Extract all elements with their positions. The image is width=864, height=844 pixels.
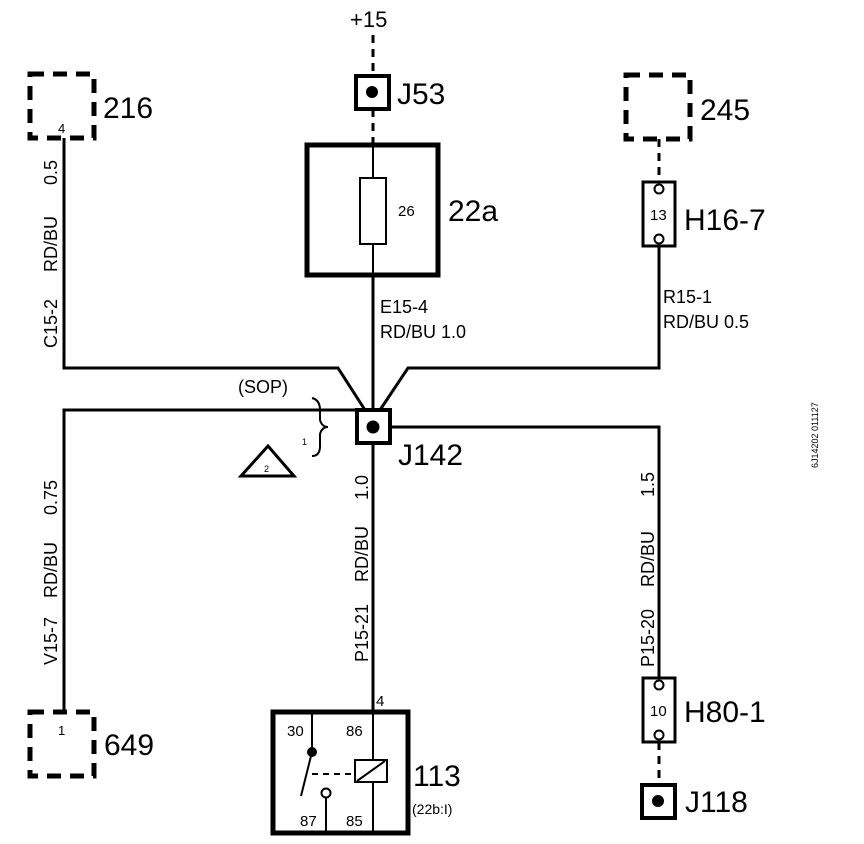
wire-p15-21-code: P15-21 — [352, 604, 372, 662]
relay-sub-label: (22b:I) — [412, 801, 452, 817]
relay-top-pin: 4 — [376, 693, 384, 710]
wire-c15-2-size: 0.5 — [41, 160, 61, 185]
relay-pin-85: 85 — [346, 813, 363, 830]
drawing-code: 6J14202 011127 — [810, 402, 820, 468]
supply-label: +15 — [350, 7, 387, 32]
relay-pin-86: 86 — [346, 723, 363, 740]
connector-j118-label: J118 — [685, 786, 748, 819]
component-245-label: 245 — [700, 94, 750, 127]
wire-v15-7-color: RD/BU — [41, 542, 61, 598]
fuse-number: 26 — [398, 203, 415, 220]
wire-p15-20-code: P15-20 — [638, 609, 658, 667]
component-649: 1 649 — [27, 709, 154, 779]
component-216: 4 216 — [27, 71, 153, 141]
wire-c15-2 — [62, 138, 367, 411]
connector-j118: J118 — [640, 783, 748, 820]
connector-h16-7-pin: 13 — [650, 207, 667, 224]
wire-p15-20-color: RD/BU — [638, 531, 658, 587]
connector-j53-label: J53 — [397, 78, 445, 111]
relay-pin-30: 30 — [287, 723, 304, 740]
warning-number: 2 — [264, 464, 269, 474]
connector-h80-1-pin: 10 — [650, 703, 667, 720]
wire-r15-1-spec: RD/BU 0.5 — [663, 312, 749, 332]
connector-h80-1-label: H80-1 — [684, 696, 766, 729]
wire-e15-4-spec: RD/BU 1.0 — [380, 322, 466, 342]
wire-e15-4-code: E15-4 — [380, 297, 428, 317]
component-245: 245 — [623, 72, 750, 142]
wire-r15-1-code: R15-1 — [663, 287, 712, 307]
relay-pin-87: 87 — [300, 813, 317, 830]
sop-note: (SOP) — [238, 377, 288, 397]
wire-v15-7 — [62, 408, 357, 712]
connector-j53: J53 — [354, 74, 445, 111]
component-649-label: 649 — [104, 729, 154, 762]
component-216-pin: 4 — [58, 121, 65, 136]
wire-p15-20 — [390, 425, 661, 678]
wire-v15-7-size: 0.75 — [41, 480, 61, 515]
connector-h80-1: 10 H80-1 — [641, 676, 766, 744]
sop-bracket — [311, 397, 329, 457]
relay-113: 30 86 87 85 113 (22b:I) — [270, 709, 461, 836]
wire-v15-7-code: V15-7 — [41, 617, 61, 665]
wire-p15-21-size: 1.0 — [352, 475, 372, 500]
connector-h16-7: 13 H16-7 — [641, 180, 766, 248]
wire-p15-20-size: 1.5 — [638, 472, 658, 497]
wire-c15-2-code: C15-2 — [41, 299, 61, 348]
fuse-box-label: 22a — [448, 195, 498, 228]
component-216-label: 216 — [103, 92, 153, 125]
relay-label: 113 — [413, 760, 461, 793]
fuse-box-22a: 26 22a — [304, 142, 498, 278]
connector-h16-7-label: H16-7 — [684, 204, 766, 237]
wire-r15-1 — [378, 246, 661, 411]
splice-j142-label: J142 — [398, 439, 463, 472]
sop-bracket-mark: 1 — [302, 437, 307, 447]
wire-c15-2-color: RD/BU — [41, 216, 61, 272]
warning-triangle-icon: 2 — [237, 443, 298, 478]
component-649-pin: 1 — [58, 723, 65, 738]
wire-p15-21-color: RD/BU — [352, 526, 372, 582]
